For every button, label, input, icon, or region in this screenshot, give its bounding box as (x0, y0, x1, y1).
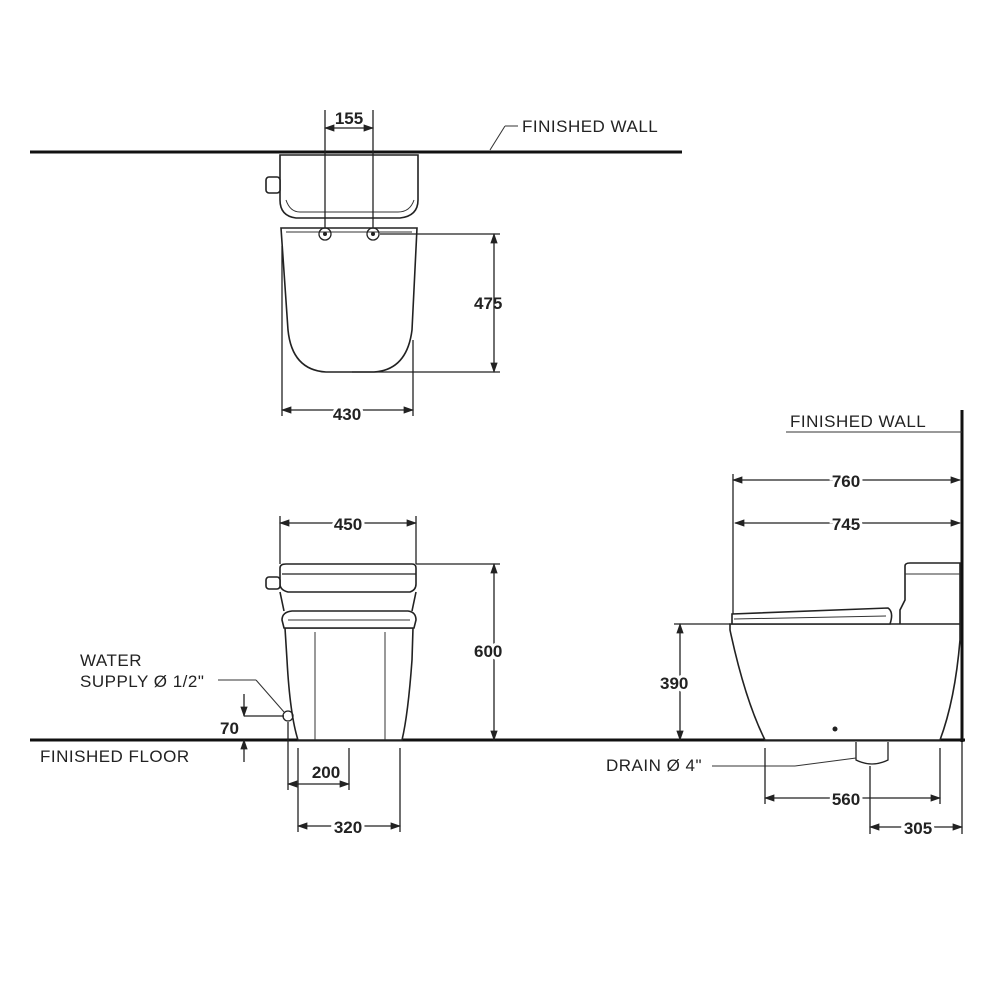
front-tank-outline (279, 563, 417, 593)
dim-450: 450 (334, 515, 362, 534)
finished-wall-label-side: FINISHED WALL (790, 412, 926, 431)
flush-button-front (265, 576, 281, 590)
top-bowl-outline (280, 227, 418, 373)
wall-leader-top (489, 125, 506, 151)
dim-475: 475 (474, 294, 502, 313)
dim-305: 305 (904, 819, 932, 838)
dim-320: 320 (334, 818, 362, 837)
drain-label: DRAIN Ø 4" (606, 756, 702, 775)
water-supply-label-line1: WATER (80, 651, 142, 670)
dim-390: 390 (660, 674, 688, 693)
dim-155: 155 (335, 109, 363, 128)
flush-button-top (265, 176, 281, 194)
dim-200: 200 (312, 763, 340, 782)
side-pedestal-outline (729, 623, 961, 741)
dim-600: 600 (474, 642, 502, 661)
dim-70: 70 (220, 719, 239, 738)
water-supply-label-line2: SUPPLY Ø 1/2" (80, 672, 204, 691)
dim-745: 745 (832, 515, 860, 534)
water-supply-valve-icon (282, 710, 294, 722)
dim-560: 560 (832, 790, 860, 809)
finished-floor-label: FINISHED FLOOR (40, 747, 190, 766)
front-view: 450 600 WATER SUPPLY Ø 1/2" 70 200 320 (80, 512, 505, 840)
dim-760: 760 (832, 472, 860, 491)
dim-430: 430 (333, 405, 361, 424)
side-view: FINISHED WALL 760 745 390 DRAIN Ø 4" 5 (606, 410, 964, 841)
finished-wall-label-top: FINISHED WALL (522, 117, 658, 136)
top-view: FINISHED WALL 155 475 430 (30, 109, 682, 427)
side-seat-outline (731, 607, 893, 625)
front-pedestal-outline (284, 627, 414, 741)
top-tank-outline (279, 154, 419, 219)
drain-pipe-icon (855, 742, 889, 765)
